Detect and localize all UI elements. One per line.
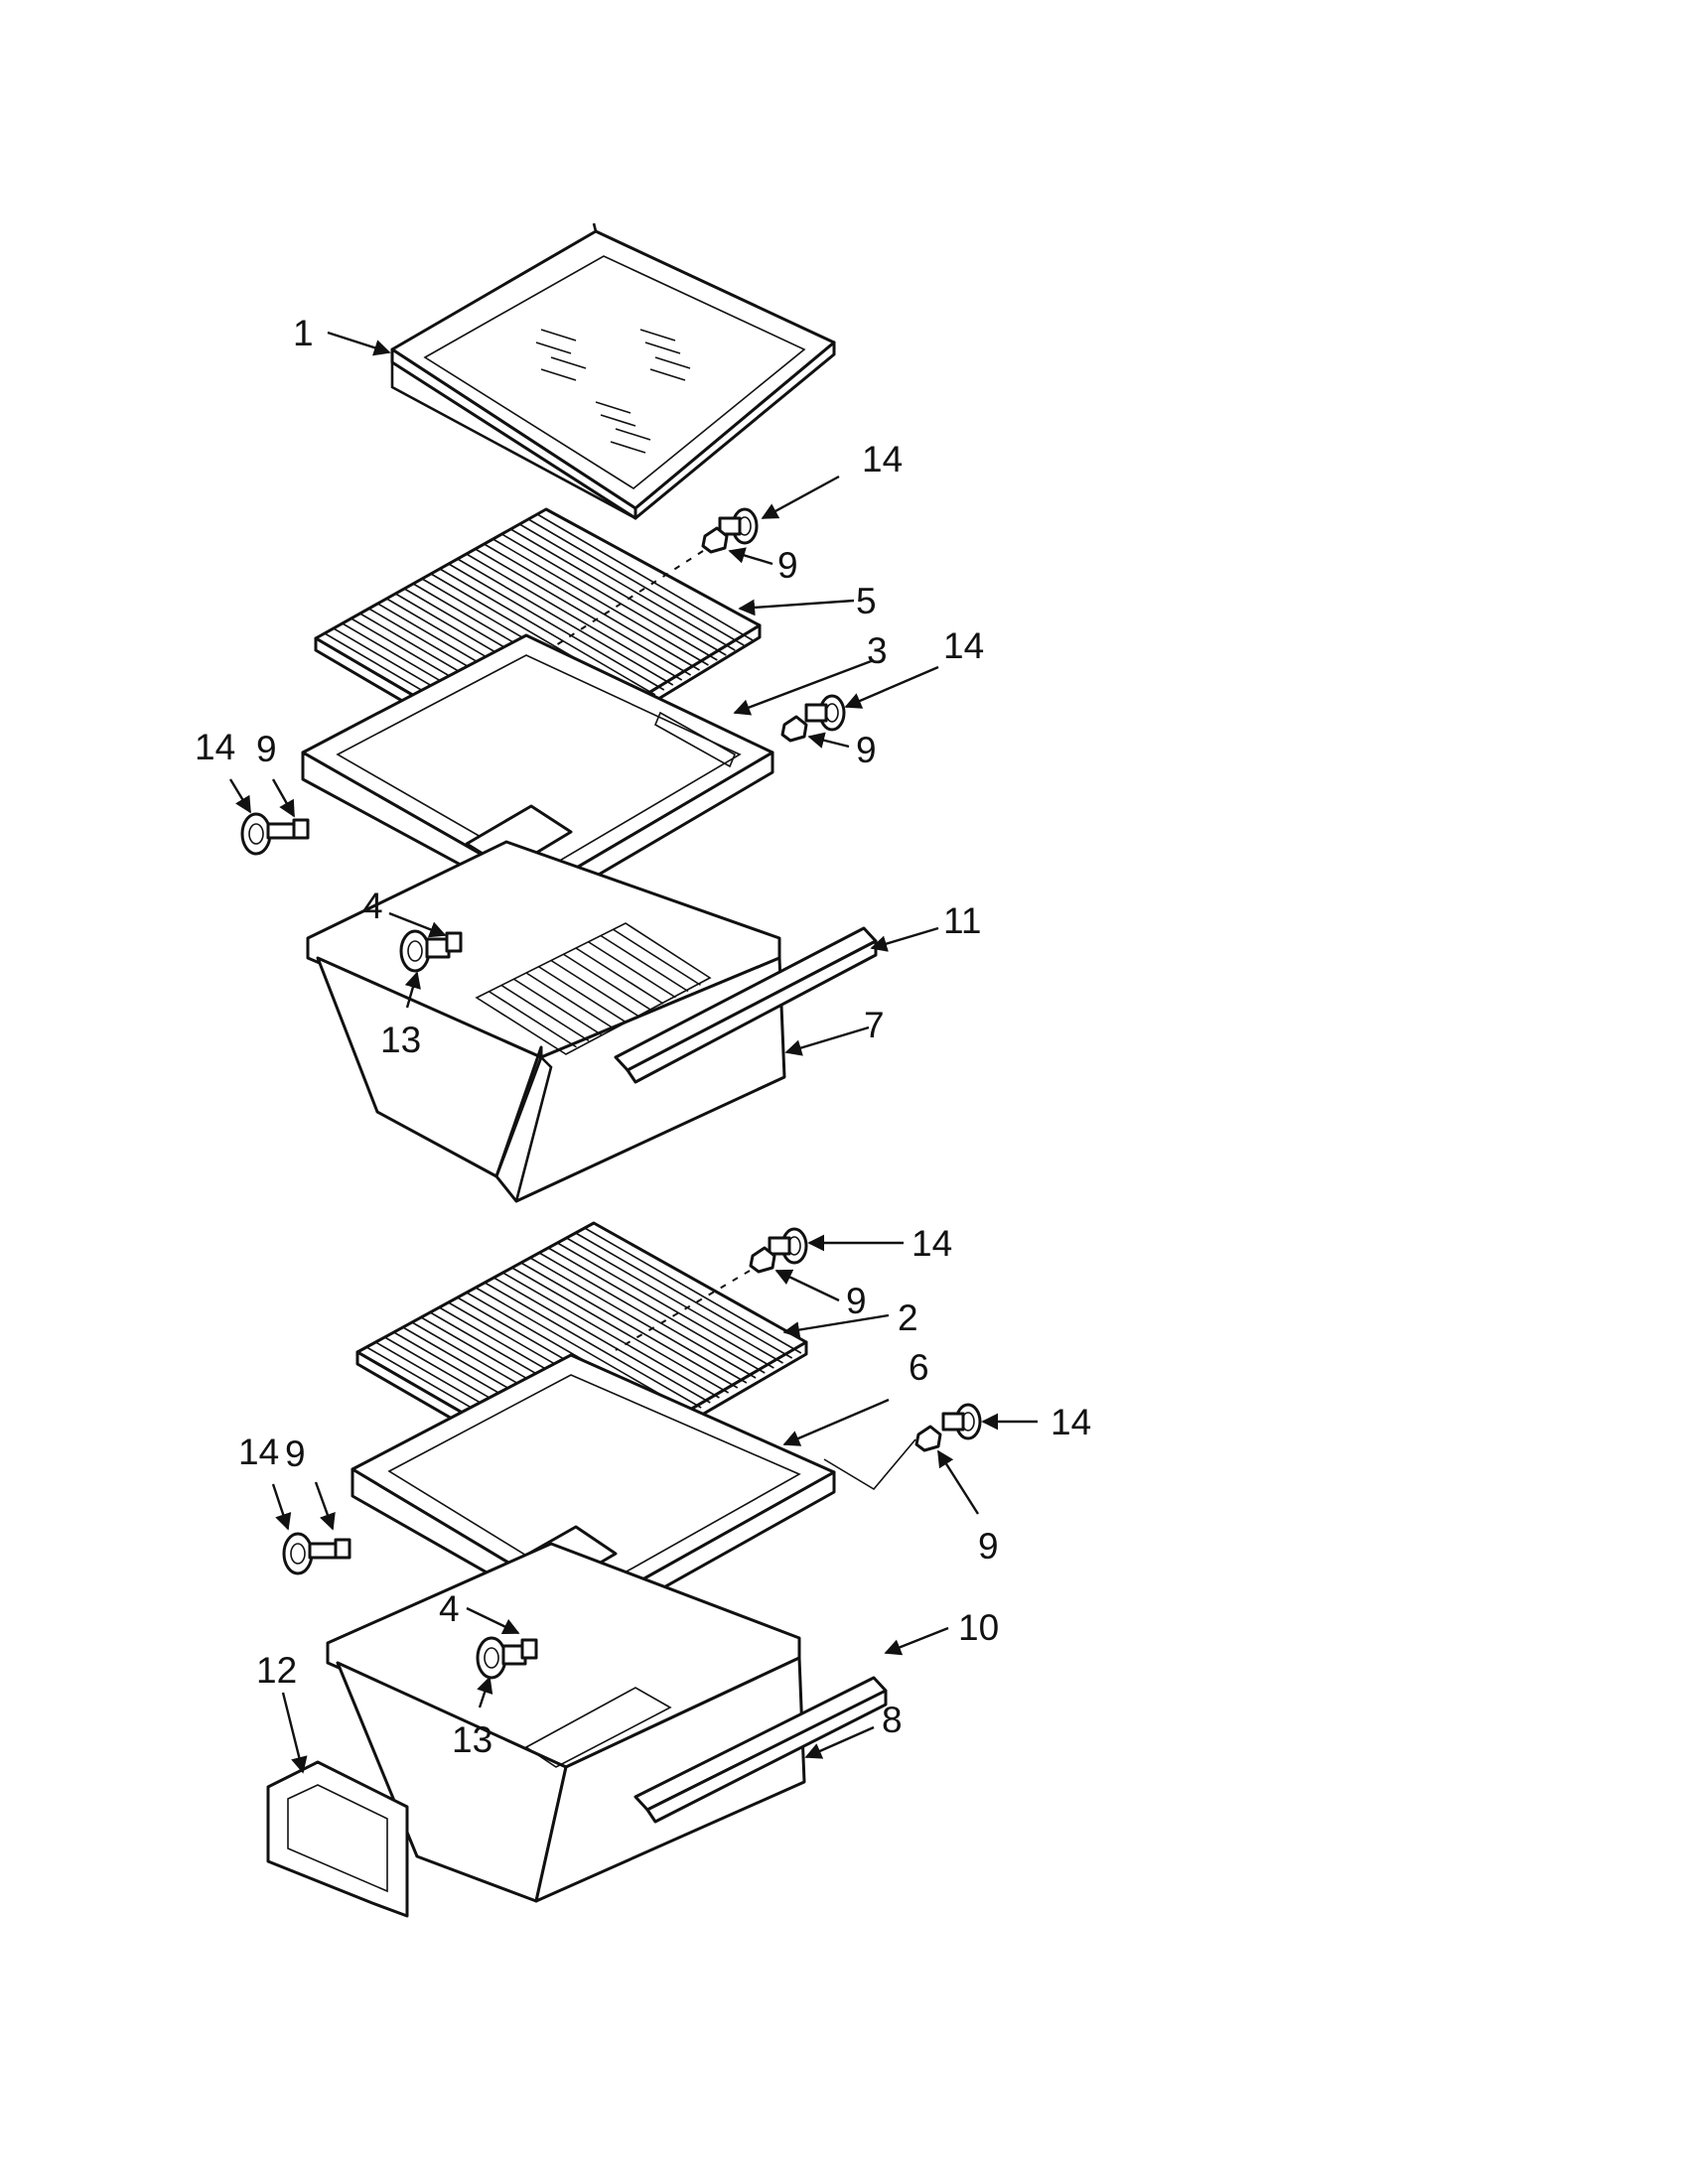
- rib-line: [492, 538, 709, 666]
- rib-line: [600, 934, 689, 993]
- rib-line: [538, 966, 627, 1024]
- rib-line: [509, 528, 727, 656]
- callout-8: 8: [882, 1700, 903, 1740]
- callout-7: 7: [864, 1005, 885, 1045]
- callout-14-left-lower: 14: [238, 1432, 279, 1472]
- rib-line: [448, 563, 665, 691]
- rib-line: [613, 928, 701, 986]
- rib-line: [550, 959, 639, 1018]
- screw-9-left-upper: [292, 818, 310, 840]
- axle-4-upper: [445, 931, 463, 953]
- callout-9-top: 9: [777, 545, 798, 586]
- part-11-drawer-handle: [614, 926, 878, 1084]
- slide-bearing-14-lower-top: [768, 1227, 808, 1265]
- callout-2: 2: [898, 1297, 918, 1338]
- callout-6: 6: [909, 1347, 929, 1388]
- rib-line: [457, 558, 674, 686]
- part-1-glass-shelf: [390, 222, 836, 520]
- rib-line: [556, 1242, 774, 1369]
- roller-13-upper: [399, 929, 451, 973]
- callout-12: 12: [256, 1650, 297, 1691]
- callout-14-top: 14: [862, 439, 903, 479]
- screw-9-lower-top: [749, 1246, 776, 1274]
- rib-line: [489, 991, 577, 1048]
- callout-3: 3: [867, 630, 888, 671]
- callout-14-right-lower: 14: [1051, 1402, 1091, 1442]
- screw-9-right-lower: [914, 1425, 942, 1452]
- callout-5: 5: [856, 581, 877, 621]
- rib-line: [466, 553, 683, 681]
- slide-bearing-14-left-lower: [282, 1532, 342, 1575]
- rib-line: [536, 513, 754, 641]
- rib-line: [575, 1232, 793, 1359]
- assembly-line-lower: [615, 1270, 751, 1351]
- callout-9-left-upper: 9: [256, 729, 277, 769]
- part-7-crisper-drawer: [306, 840, 786, 1203]
- rib-line: [500, 533, 718, 661]
- rib-line: [547, 1247, 766, 1374]
- callout-11: 11: [943, 900, 981, 941]
- callout-14-right-upper: 14: [943, 625, 984, 666]
- callout-14-left-upper: 14: [195, 727, 235, 767]
- rib-line: [563, 953, 651, 1011]
- callout-10: 10: [958, 1607, 999, 1648]
- callout-13-upper: 13: [380, 1020, 421, 1060]
- rib-line: [527, 518, 745, 646]
- rib-line: [502, 1272, 720, 1399]
- assembly-line-right-lower: [823, 1438, 916, 1491]
- part-8-crisper-drawer: [326, 1542, 806, 1903]
- rib-line: [439, 568, 656, 696]
- callout-4-lower: 4: [439, 1588, 460, 1629]
- part-10-drawer-handle: [633, 1676, 888, 1824]
- rib-line: [584, 1227, 802, 1354]
- callout-4-upper: 4: [362, 886, 383, 926]
- rib-line: [518, 523, 736, 651]
- rib-line: [500, 984, 590, 1042]
- axle-4-lower: [520, 1638, 538, 1660]
- callout-9-right-upper: 9: [856, 730, 877, 770]
- rib-line: [575, 947, 664, 1005]
- rib-line: [484, 1282, 702, 1409]
- rib-line: [529, 1257, 748, 1384]
- rib-line: [511, 1267, 730, 1394]
- rib-line: [588, 941, 676, 999]
- rib-line: [492, 1277, 711, 1404]
- callout-9-left-lower: 9: [285, 1433, 306, 1474]
- callout-14-lower-top: 14: [912, 1223, 952, 1264]
- rib-line: [475, 548, 692, 676]
- rib-line: [513, 978, 602, 1035]
- callout-9-right-lower: 9: [978, 1526, 999, 1567]
- slide-bearing-14-right-lower: [941, 1403, 982, 1440]
- callout-1: 1: [293, 313, 314, 353]
- leader-lines: [228, 331, 1038, 1774]
- callout-13-lower: 13: [452, 1719, 492, 1760]
- assembly-line-upper: [555, 550, 704, 646]
- slide-bearing-14-right-upper: [804, 694, 846, 732]
- screw-9-right-upper: [780, 715, 808, 743]
- part-12-label-card: [266, 1760, 409, 1918]
- rib-line: [538, 1252, 757, 1379]
- rib-line: [566, 1237, 783, 1364]
- rib-line: [520, 1262, 739, 1389]
- callout-9-lower-top: 9: [846, 1281, 867, 1321]
- rib-line: [525, 972, 615, 1029]
- screw-9-left-lower: [334, 1538, 351, 1560]
- screw-9-top: [701, 526, 729, 554]
- slide-bearing-14-top: [718, 507, 759, 545]
- slide-bearing-14-left-upper: [240, 812, 300, 856]
- rib-line: [484, 543, 700, 671]
